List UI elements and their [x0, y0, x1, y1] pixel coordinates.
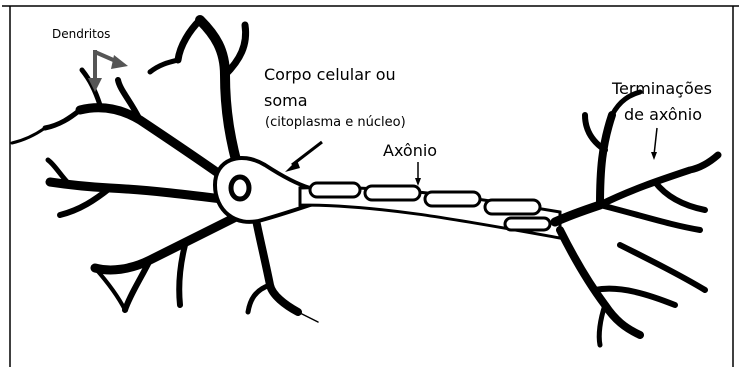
axon-terminals-shape: [555, 92, 718, 345]
soma-label-line3: (citoplasma e núcleo): [265, 116, 406, 131]
nucleus-shape: [231, 177, 249, 199]
dendrites-label: Dendritos: [52, 28, 110, 42]
soma-label-line1: Corpo celular ou: [264, 66, 396, 84]
terminals-label-line1: Terminações: [612, 80, 712, 98]
terminals-arrow-icon: [654, 128, 657, 155]
soma-label-line2: soma: [264, 92, 308, 110]
terminals-label-line2: de axônio: [624, 106, 702, 124]
axon-shape: [300, 183, 560, 238]
axon-label: Axônio: [383, 142, 437, 160]
